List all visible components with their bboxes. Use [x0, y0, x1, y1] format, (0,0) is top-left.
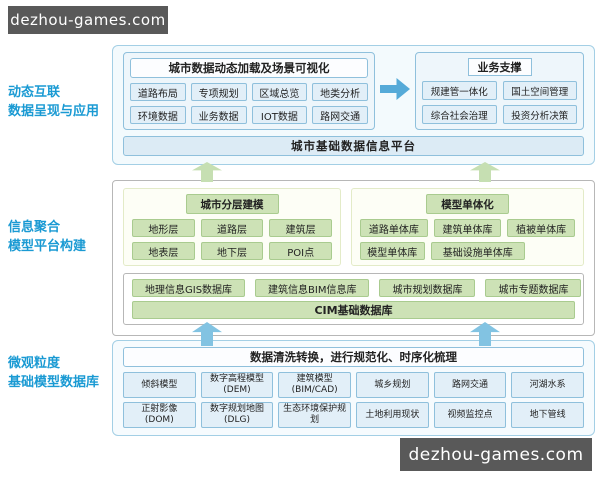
database-item: 建筑信息BIM信息库	[255, 279, 370, 297]
viz-item: 业务数据	[190, 106, 247, 124]
monomer-item: 模型单体库	[360, 242, 425, 260]
viz-item: 路网交通	[312, 106, 368, 124]
source-item: 河湖水系	[511, 372, 584, 398]
monomer-item: 道路单体库	[360, 219, 428, 237]
side-label-line: 模型平台构建	[8, 238, 87, 254]
business-support-title: 业务支撑	[467, 58, 532, 76]
source-item: 建筑模型 (BIM/CAD)	[278, 372, 351, 398]
business-support-box: 业务支撑 规建管一体化 国土空间管理 综合社会治理 投资分析决策	[415, 52, 584, 130]
arrow-up-icon	[192, 162, 222, 182]
layer-item: 地下层	[200, 242, 264, 260]
application-row: 城市数据动态加载及场景可视化 道路布局 专项规划 区域总览 地类分析 环境数据 …	[123, 52, 584, 130]
source-data-grid: 倾斜模型 数字高程模型 (DEM) 建筑模型 (BIM/CAD) 城乡规划 路网…	[123, 372, 584, 428]
layer-item: 建筑层	[269, 219, 333, 237]
layer-row: 地形层 道路层 建筑层	[132, 219, 333, 237]
model-top-row: 城市分层建模 地形层 道路层 建筑层 地表层 地下层 POI点 模型单体化 道路…	[123, 188, 584, 266]
support-item: 投资分析决策	[502, 105, 577, 124]
cim-base-database-bar: CIM基础数据库	[132, 301, 575, 319]
monomer-row: 道路单体库 建筑单体库 植被单体库	[360, 219, 576, 237]
layer-item: POI点	[269, 242, 333, 260]
source-item: 数字高程模型 (DEM)	[200, 372, 274, 398]
viz-item: 环境数据	[130, 106, 186, 124]
arrow-right-icon	[380, 78, 410, 100]
database-item: 地理信息GIS数据库	[132, 279, 246, 297]
support-row: 规建管一体化 国土空间管理	[422, 81, 577, 100]
layer-modeling-title: 城市分层建模	[185, 194, 279, 214]
side-label-model-platform: 信息聚合 模型平台构建	[8, 219, 114, 257]
layer-row: 地表层 地下层 POI点	[132, 242, 333, 260]
side-label-line: 信息聚合	[8, 220, 61, 235]
source-item: 地下管线	[511, 402, 584, 428]
support-item: 国土空间管理	[502, 81, 577, 100]
city-base-data-platform-bar: 城市基础数据信息平台	[123, 136, 584, 156]
monomer-item: 基础设施单体库	[430, 242, 526, 260]
visualization-title: 城市数据动态加载及场景可视化	[130, 58, 368, 78]
source-item: 路网交通	[433, 372, 507, 398]
watermark-top: dezhou-games.com	[8, 6, 168, 34]
monomer-title: 模型单体化	[426, 194, 509, 214]
support-item: 规建管一体化	[422, 81, 497, 100]
viz-row: 环境数据 业务数据 IOT数据 路网交通	[130, 106, 368, 124]
source-item: 数字规划地图 (DLG)	[200, 402, 274, 428]
monomer-item: 建筑单体库	[433, 219, 502, 237]
layer-item: 道路层	[200, 219, 264, 237]
viz-item: IOT数据	[251, 106, 308, 124]
side-label-line: 微观粒度	[8, 356, 61, 371]
viz-item: 区域总览	[251, 83, 308, 101]
side-label-line: 基础模型数据库	[8, 374, 100, 390]
side-label-line: 动态互联	[8, 85, 61, 100]
source-item: 生态环境保护规划	[278, 402, 351, 428]
side-label-base-database: 微观粒度 基础模型数据库	[8, 355, 114, 393]
source-item: 正射影像 (DOM)	[123, 402, 196, 428]
layer-item: 地形层	[132, 219, 195, 237]
arrow-up-icon	[470, 162, 500, 182]
side-label-line: 数据呈现与应用	[8, 103, 100, 119]
viz-item: 专项规划	[190, 83, 247, 101]
visualization-box: 城市数据动态加载及场景可视化 道路布局 专项规划 区域总览 地类分析 环境数据 …	[123, 52, 375, 130]
source-item: 倾斜模型	[123, 372, 196, 398]
layer-item: 地表层	[132, 242, 195, 260]
support-item: 综合社会治理	[422, 105, 497, 124]
side-label-application: 动态互联 数据呈现与应用	[8, 84, 114, 122]
database-row: 地理信息GIS数据库 建筑信息BIM信息库 城市规划数据库 城市专题数据库	[132, 279, 582, 297]
section-model-platform: 城市分层建模 地形层 道路层 建筑层 地表层 地下层 POI点 模型单体化 道路…	[112, 180, 595, 336]
viz-item: 道路布局	[130, 83, 186, 101]
monomer-row: 模型单体库 基础设施单体库	[360, 242, 575, 260]
model-monomer-box: 模型单体化 道路单体库 建筑单体库 植被单体库 模型单体库 基础设施单体库	[351, 188, 584, 266]
viz-item: 地类分析	[312, 83, 368, 101]
support-row: 综合社会治理 投资分析决策	[422, 105, 577, 124]
viz-row: 道路布局 专项规划 区域总览 地类分析	[130, 83, 368, 101]
source-item: 土地利用现状	[355, 402, 429, 428]
section-application: 城市数据动态加载及场景可视化 道路布局 专项规划 区域总览 地类分析 环境数据 …	[112, 45, 595, 165]
source-item: 视频监控点	[433, 402, 507, 428]
watermark-bottom: dezhou-games.com	[400, 438, 592, 471]
database-item: 城市规划数据库	[379, 279, 476, 297]
section-source-data: 数据清洗转换，进行规范化、时序化梳理 倾斜模型 数字高程模型 (DEM) 建筑模…	[112, 340, 595, 436]
city-layer-modeling-box: 城市分层建模 地形层 道路层 建筑层 地表层 地下层 POI点	[123, 188, 341, 266]
source-item: 城乡规划	[355, 372, 429, 398]
database-group-box: 地理信息GIS数据库 建筑信息BIM信息库 城市规划数据库 城市专题数据库 CI…	[123, 273, 584, 325]
database-item: 城市专题数据库	[485, 279, 582, 297]
monomer-item: 植被单体库	[507, 219, 576, 237]
data-cleaning-title: 数据清洗转换，进行规范化、时序化梳理	[123, 347, 584, 367]
